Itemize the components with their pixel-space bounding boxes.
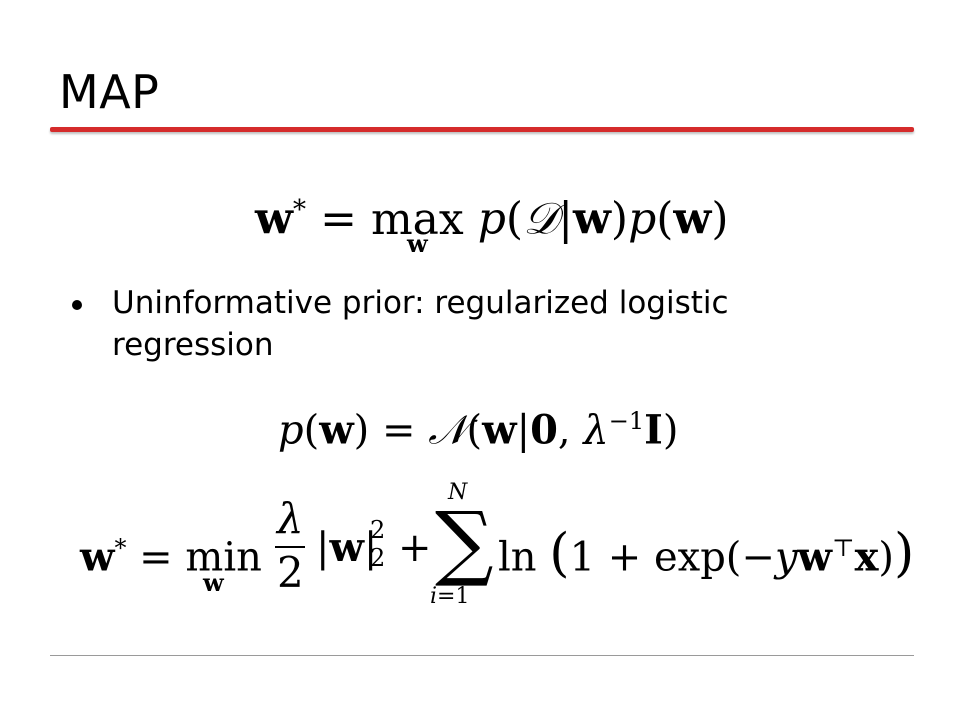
equation-prior: p(w) = 𝒩(w|0, λ−1I) <box>278 406 679 454</box>
title-underline <box>50 127 914 132</box>
bullet-dot <box>72 300 82 310</box>
equation-regularized-objective: w* = min w λ 2 |w| 2 2 + N ∑ i=1 ln (1 +… <box>80 480 915 609</box>
bullet-text: Uninformative prior: regularized logisti… <box>112 285 729 363</box>
slide-title: MAP <box>59 65 160 119</box>
footer-divider <box>50 655 914 656</box>
